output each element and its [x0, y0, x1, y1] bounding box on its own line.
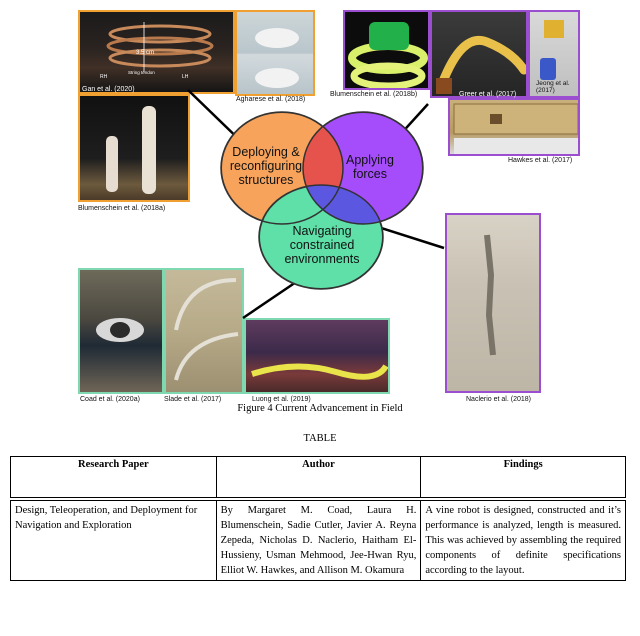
coiled-robot-illustration	[106, 22, 214, 72]
photo-agharese-hand	[235, 10, 315, 96]
rh-label: RH	[100, 74, 108, 80]
cell-author: By Margaret M. Coad, Laura H. Blumensche…	[215, 500, 422, 581]
reef-robot-illustration	[251, 363, 388, 380]
cell-research-paper: Design, Teleoperation, and Deployment fo…	[10, 500, 217, 581]
caption-blumenschein-b: Blumenschein et al. (2018b)	[330, 91, 418, 98]
header-findings: Findings	[420, 456, 626, 498]
photo-greer-arm	[430, 10, 528, 98]
caption-hawkes: Hawkes et al. (2017)	[508, 157, 573, 164]
photo-jeong-gripper	[528, 10, 580, 98]
header-author: Author	[215, 456, 422, 498]
photo-slade-tube	[164, 268, 244, 394]
burrowing-robot-illustration	[484, 234, 496, 356]
venn-overlaps	[220, 111, 424, 290]
caption-jeong: Jeong et al. (2017)	[536, 80, 570, 94]
photo-coad-cave	[78, 268, 164, 394]
gripper-illustration	[540, 20, 564, 80]
scale-label: 3.5 cm	[136, 50, 155, 56]
caption-agharese: Agharese et al. (2018)	[236, 96, 306, 103]
inflated-tubes-illustration	[106, 106, 156, 194]
caption-coad: Coad et al. (2020a)	[80, 396, 140, 403]
string-tendon-label: String tendon	[128, 70, 155, 75]
table-title: TABLE	[303, 433, 337, 444]
lh-label: LH	[182, 74, 189, 80]
photo-blumenschein-b-spiral	[343, 10, 430, 90]
research-table-header: Research Paper Author Findings	[10, 456, 626, 498]
photo-luong-reef	[244, 318, 390, 394]
photo-gan-tendon-robot	[78, 10, 235, 94]
spiral-robot-illustration	[348, 22, 428, 88]
research-table-body: Design, Teleoperation, and Deployment fo…	[10, 500, 626, 581]
curved-tube-illustration	[174, 278, 239, 381]
caption-blumenschein-a: Blumenschein et al. (2018a)	[78, 205, 166, 212]
photo-blumenschein-a-tubes	[78, 94, 190, 202]
caption-gan: Gan et al. (2020)	[82, 86, 135, 93]
wooden-box-illustration	[453, 103, 578, 154]
overlap-apply-navigate	[303, 185, 383, 224]
photo-hawkes-box	[448, 98, 580, 156]
table-row: Design, Teleoperation, and Deployment fo…	[10, 500, 626, 581]
caption-luong: Luong et al. (2019)	[252, 396, 311, 403]
header-research-paper: Research Paper	[10, 456, 217, 498]
caption-greer: Greer et al. (2017)	[459, 91, 517, 98]
wearable-hand-illustration	[255, 28, 299, 88]
venn-label-deploying: Deploying & reconfiguring structures	[229, 145, 303, 187]
cave-robot-illustration	[96, 318, 144, 342]
venn-label-navigating: Navigating constrained environments	[284, 224, 360, 266]
figure-caption: Figure 4 Current Advancement in Field	[237, 403, 403, 414]
curving-arm-illustration	[436, 36, 526, 94]
venn-label-applying: Applying forces	[346, 153, 394, 181]
photo-naclerio-sand	[445, 213, 541, 393]
caption-slade: Slade et al. (2017)	[164, 396, 222, 403]
cell-findings: A vine robot is designed, constructed an…	[420, 500, 626, 581]
caption-naclerio: Naclerio et al. (2018)	[466, 396, 531, 403]
